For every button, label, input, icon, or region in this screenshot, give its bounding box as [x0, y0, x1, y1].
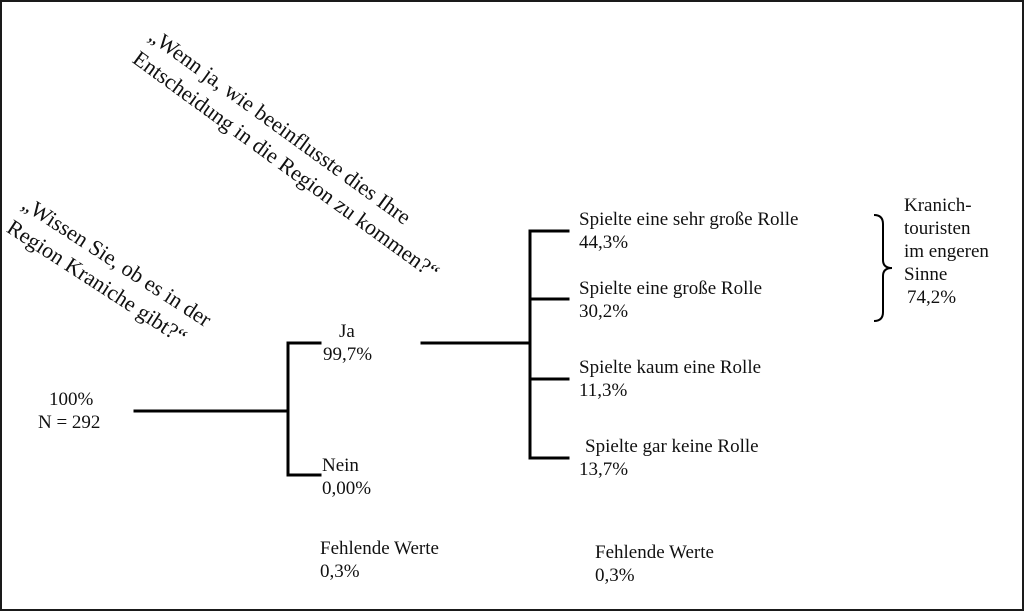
gar-keine-rolle-label: Spielte gar keine Rolle	[585, 436, 759, 457]
sehr-grosse-rolle-label: Spielte eine sehr große Rolle	[579, 209, 799, 230]
ja-node: Ja 99,7%	[323, 320, 372, 366]
grosse-rolle-node: Spielte eine große Rolle 30,2%	[579, 277, 762, 323]
group-curly-brace	[873, 214, 893, 322]
nein-value: 0,00%	[322, 478, 372, 499]
second-missing-value: 0,3%	[595, 565, 635, 586]
kaum-rolle-node: Spielte kaum eine Rolle 11,3%	[579, 356, 761, 402]
gar-keine-rolle-value: 13,7%	[579, 459, 629, 480]
group-label-line-3: im engeren	[904, 241, 989, 262]
group-value: 74,2%	[907, 287, 957, 308]
ja-value: 99,7%	[323, 344, 373, 365]
root-percent: 100%	[49, 389, 94, 410]
kaum-rolle-value: 11,3%	[579, 380, 628, 401]
group-label-line-1: Kranich-	[904, 195, 972, 216]
second-missing-values: Fehlende Werte 0,3%	[595, 541, 714, 587]
root-sample-size: N = 292	[38, 412, 101, 433]
ja-label: Ja	[339, 321, 355, 342]
grosse-rolle-value: 30,2%	[579, 301, 629, 322]
sehr-grosse-rolle-node: Spielte eine sehr große Rolle 44,3%	[579, 208, 799, 254]
second-missing-label: Fehlende Werte	[595, 542, 714, 563]
gar-keine-rolle-node: Spielte gar keine Rolle 13,7%	[579, 435, 759, 481]
root-node: 100% N = 292	[38, 388, 100, 434]
group-label-line-2: touristen	[904, 218, 971, 239]
nein-label: Nein	[322, 455, 359, 476]
first-missing-label: Fehlende Werte	[320, 538, 439, 559]
group-label: Kranich- touristen im engeren Sinne 74,2…	[904, 194, 989, 309]
kaum-rolle-label: Spielte kaum eine Rolle	[579, 357, 762, 378]
first-missing-value: 0,3%	[320, 561, 360, 582]
sehr-grosse-rolle-value: 44,3%	[579, 232, 629, 253]
group-label-line-4: Sinne	[904, 264, 948, 285]
grosse-rolle-label: Spielte eine große Rolle	[579, 278, 763, 299]
nein-node: Nein 0,00%	[322, 454, 371, 500]
first-missing-values: Fehlende Werte 0,3%	[320, 537, 439, 583]
